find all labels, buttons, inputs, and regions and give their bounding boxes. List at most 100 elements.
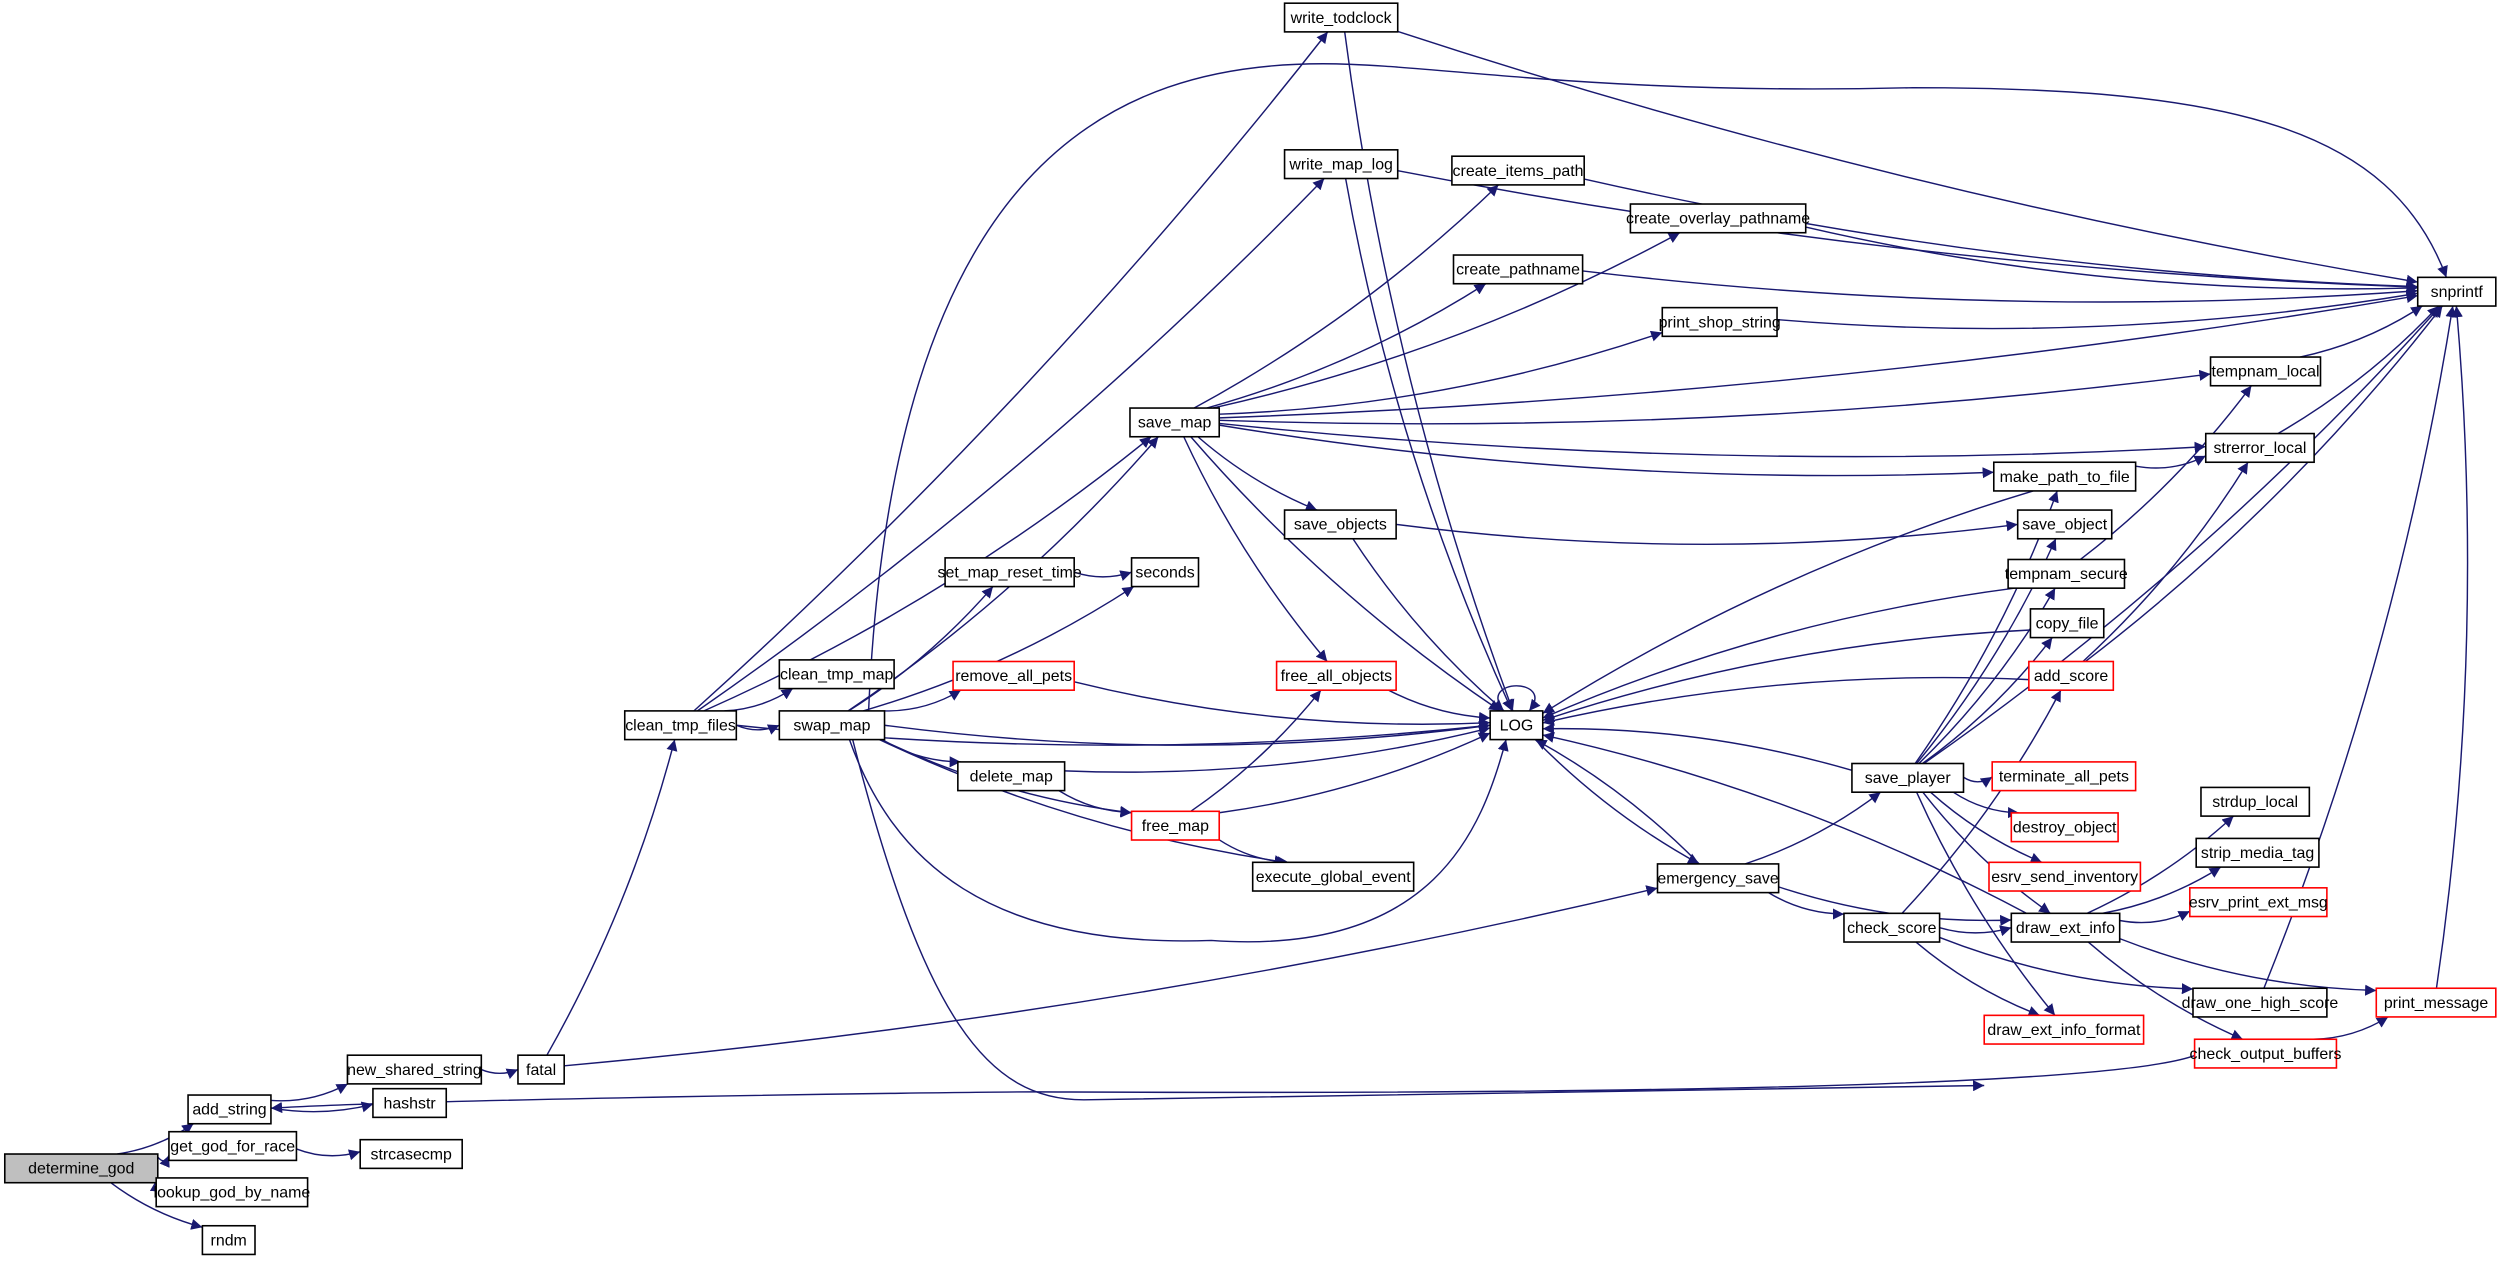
node-box (957, 761, 1066, 792)
node-strdup_local[interactable]: strdup_local (2200, 786, 2311, 817)
node-label: save_player (1865, 770, 1952, 787)
node-clean_tmp_map[interactable]: clean_tmp_map (778, 659, 895, 690)
node-terminate_all_pets[interactable]: terminate_all_pets (1991, 761, 2137, 792)
node-box (201, 1224, 256, 1256)
node-save_player[interactable]: save_player (1851, 762, 1965, 793)
node-delete_map[interactable]: delete_map (957, 761, 1066, 792)
edge-check_score-to-add_score (1901, 689, 2062, 914)
edge-copy_file-to-LOG (1542, 629, 2031, 723)
node-draw_one_high_score[interactable]: draw_one_high_score (2182, 987, 2339, 1018)
node-create_items_path[interactable]: create_items_path (1451, 155, 1585, 186)
node-label: tempnam_local (2212, 364, 2320, 381)
edge-save_map-to-create_overlay_pathname (1212, 232, 1681, 409)
node-box (1452, 254, 1584, 285)
node-box (2029, 608, 2105, 639)
node-check_score[interactable]: check_score (1843, 912, 1941, 943)
node-tempnam_secure[interactable]: tempnam_secure (2005, 558, 2128, 589)
edge-write_todclock-to-LOG (1343, 31, 1515, 712)
node-box (1130, 810, 1221, 841)
node-save_map[interactable]: save_map (1129, 407, 1221, 438)
node-make_path_to_file[interactable]: make_path_to_file (1992, 461, 2137, 492)
edge-swap_map-to-seconds (862, 585, 1135, 712)
node-hashstr[interactable]: hashstr (372, 1087, 448, 1119)
node-write_todclock[interactable]: write_todclock (1283, 2, 1399, 33)
node-snprintf[interactable]: snprintf (2416, 276, 2497, 307)
edge-save_map-to-free_all_objects (1183, 436, 1328, 662)
node-save_objects[interactable]: save_objects (1283, 509, 1397, 540)
node-box (1656, 863, 1780, 894)
node-box (2016, 509, 2113, 540)
node-label: get_god_for_race (170, 1138, 295, 1155)
edge-save_player-to-LOG (1542, 723, 1853, 772)
node-get_god_for_race[interactable]: get_god_for_race (168, 1130, 298, 1162)
node-rndm[interactable]: rndm (201, 1224, 256, 1256)
node-draw_ext_info[interactable]: draw_ext_info (2010, 912, 2121, 943)
node-label: tempnam_secure (2005, 566, 2128, 583)
node-print_message[interactable]: print_message (2375, 987, 2497, 1018)
node-label: create_pathname (1456, 262, 1580, 279)
edge-clean_tmp_files-to-swap_map (736, 724, 780, 735)
node-box (944, 557, 1075, 588)
node-add_string[interactable]: add_string (187, 1094, 272, 1125)
edge-save_player-to-esrv_send_inventory (1930, 791, 2043, 864)
node-copy_file[interactable]: copy_file (2029, 608, 2105, 639)
node-LOG[interactable]: LOG (1489, 710, 1544, 741)
node-label: strdup_local (2212, 794, 2298, 811)
node-check_output_buffers[interactable]: check_output_buffers (2190, 1038, 2342, 1069)
node-clean_tmp_files[interactable]: clean_tmp_files (623, 710, 738, 741)
node-label: draw_one_high_score (2182, 995, 2339, 1012)
node-strcasecmp[interactable]: strcasecmp (359, 1138, 463, 1170)
node-box (1661, 306, 1778, 338)
node-box (2416, 276, 2497, 307)
node-label: delete_map (970, 769, 1053, 786)
node-esrv_print_ext_msg[interactable]: esrv_print_ext_msg (2189, 887, 2328, 918)
node-free_all_objects[interactable]: free_all_objects (1275, 660, 1397, 691)
node-label: draw_ext_info_format (1987, 1022, 2141, 1039)
node-emergency_save[interactable]: emergency_save (1656, 863, 1780, 894)
edge-set_map_reset_time-to-seconds (1073, 570, 1132, 581)
node-swap_map[interactable]: swap_map (778, 710, 886, 741)
edge-check_output_buffers-to-add_string (270, 1054, 2195, 1114)
node-seconds[interactable]: seconds (1130, 557, 1200, 588)
node-strip_media_tag[interactable]: strip_media_tag (2195, 837, 2320, 868)
node-remove_all_pets[interactable]: remove_all_pets (952, 660, 1075, 691)
node-esrv_send_inventory[interactable]: esrv_send_inventory (1988, 861, 2142, 892)
edge-swap_map-to-draw_ext_info_format (851, 739, 1985, 1101)
edge-draw_ext_info-to-check_output_buffers (2087, 941, 2244, 1040)
node-create_pathname[interactable]: create_pathname (1452, 254, 1584, 285)
edge-save_player-to-draw_ext_info (1922, 791, 2051, 914)
node-box (2204, 432, 2315, 464)
node-box (2209, 356, 2322, 387)
node-box (778, 710, 886, 741)
node-lookup_god_by_name[interactable]: lookup_god_by_name (154, 1177, 311, 1208)
node-tempnam_local[interactable]: tempnam_local (2209, 356, 2322, 387)
node-label: draw_ext_info (2016, 920, 2115, 937)
node-label: execute_global_event (1256, 869, 1411, 886)
node-fatal[interactable]: fatal (517, 1054, 565, 1085)
edge-save_map-to-tempnam_local (1219, 369, 2211, 425)
edge-save_objects-to-LOG (1352, 538, 1505, 712)
node-set_map_reset_time[interactable]: set_map_reset_time (938, 557, 1082, 588)
node-box (3, 1153, 159, 1184)
node-new_shared_string[interactable]: new_shared_string (346, 1054, 483, 1085)
node-label: strcasecmp (370, 1146, 452, 1163)
node-free_map[interactable]: free_map (1130, 810, 1221, 841)
node-print_shop_string[interactable]: print_shop_string (1659, 306, 1781, 338)
node-label: add_string (192, 1102, 266, 1119)
node-strerror_local[interactable]: strerror_local (2204, 432, 2315, 464)
node-box (2375, 987, 2497, 1018)
node-save_object[interactable]: save_object (2016, 509, 2113, 540)
node-box (1251, 861, 1415, 892)
node-create_overlay_pathname[interactable]: create_overlay_pathname (1626, 203, 1810, 234)
edge-check_score-to-draw_ext_info_format (1915, 941, 2040, 1017)
edge-save_map-to-make_path_to_file (1219, 424, 1994, 479)
node-write_map_log[interactable]: write_map_log (1283, 149, 1399, 180)
node-add_score[interactable]: add_score (2028, 660, 2115, 691)
node-execute_global_event[interactable]: execute_global_event (1251, 861, 1415, 892)
node-draw_ext_info_format[interactable]: draw_ext_info_format (1983, 1014, 2145, 1045)
node-destroy_object[interactable]: destroy_object (2010, 812, 2119, 843)
edge-emergency_save-to-save_player (1744, 791, 1882, 865)
edge-clean_tmp_files-to-write_map_log (697, 178, 1325, 712)
node-box (1489, 710, 1544, 741)
node-box (2010, 912, 2121, 943)
